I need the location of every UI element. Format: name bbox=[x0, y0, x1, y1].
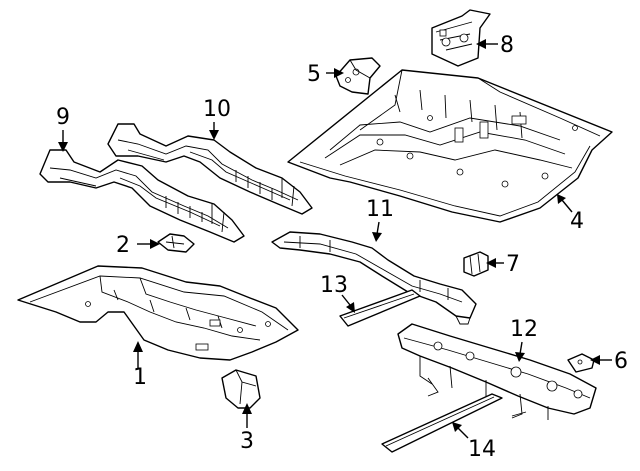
part-5-bracket bbox=[335, 57, 381, 95]
part-13-rail bbox=[339, 289, 421, 327]
callout-7: 7 bbox=[506, 252, 520, 277]
callout-4: 4 bbox=[570, 209, 584, 234]
part-8-bracket bbox=[431, 9, 491, 67]
part-6-bracket bbox=[567, 353, 595, 373]
callout-10: 10 bbox=[203, 97, 231, 122]
part-3-bracket bbox=[221, 369, 261, 409]
part-7-clip bbox=[463, 251, 489, 277]
callout-2: 2 bbox=[116, 233, 130, 258]
part-2-clip bbox=[157, 233, 195, 253]
callout-8: 8 bbox=[500, 33, 514, 58]
part-1-front-floor-pan bbox=[17, 265, 299, 361]
callout-12: 12 bbox=[510, 317, 538, 342]
callout-3: 3 bbox=[240, 429, 254, 454]
part-12-crossmember bbox=[397, 323, 597, 420]
callout-14: 14 bbox=[468, 437, 496, 462]
part-11-crossmember bbox=[271, 231, 477, 325]
part-9-crossmember bbox=[39, 149, 245, 243]
part-10-crossmember bbox=[107, 123, 313, 215]
callout-labels: 1 2 3 4 5 6 7 8 9 10 11 12 13 14 bbox=[56, 33, 628, 462]
callout-1: 1 bbox=[133, 365, 147, 390]
callout-6: 6 bbox=[614, 349, 628, 374]
callout-13: 13 bbox=[320, 273, 348, 298]
callout-5: 5 bbox=[307, 62, 321, 87]
part-14-rail bbox=[381, 393, 503, 453]
callout-9: 9 bbox=[56, 105, 70, 130]
part-4-rear-floor-pan bbox=[287, 69, 613, 223]
leader-lines bbox=[58, 39, 612, 439]
callout-11: 11 bbox=[366, 197, 394, 222]
